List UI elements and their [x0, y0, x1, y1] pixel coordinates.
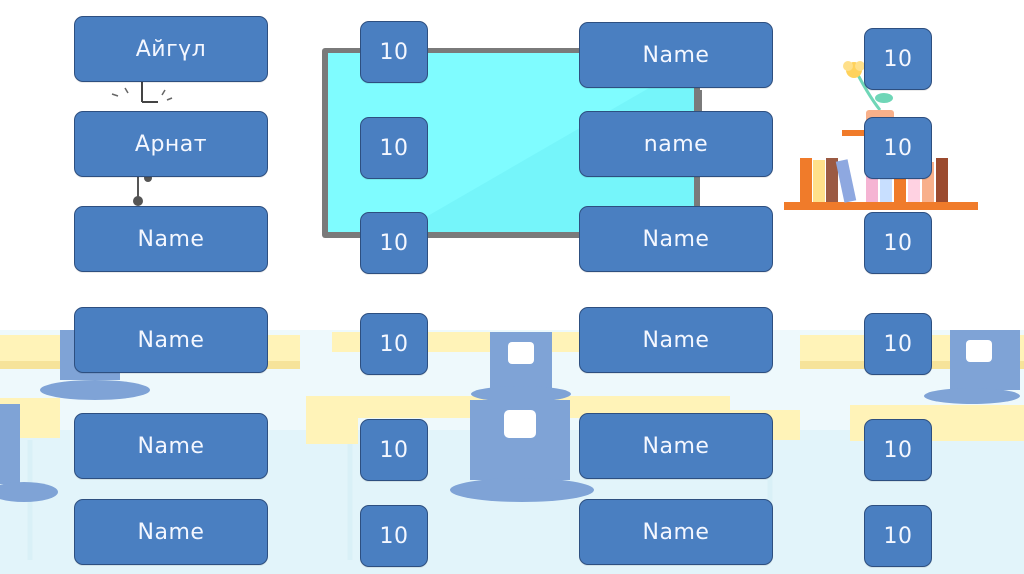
hanging-ornament	[133, 174, 152, 206]
wall-clock-icon	[111, 82, 173, 103]
score-card[interactable]: 10	[864, 212, 932, 274]
score-card[interactable]: 10	[864, 313, 932, 375]
student-name-card[interactable]: Name	[74, 413, 268, 479]
student-name-card[interactable]: Name	[74, 206, 268, 272]
score-card[interactable]: 10	[864, 28, 932, 90]
score-card[interactable]: 10	[864, 117, 932, 179]
student-name-card[interactable]: Name	[579, 413, 773, 479]
score-card[interactable]: 10	[360, 419, 428, 481]
score-card[interactable]: 10	[360, 212, 428, 274]
student-name-card[interactable]: Name	[74, 499, 268, 565]
student-name-card[interactable]: Name	[579, 22, 773, 88]
student-name-card[interactable]: Name	[579, 206, 773, 272]
score-card[interactable]: 10	[360, 21, 428, 83]
student-name-card[interactable]: Name	[579, 307, 773, 373]
score-card[interactable]: 10	[360, 313, 428, 375]
score-card[interactable]: 10	[360, 505, 428, 567]
student-name-card[interactable]: Name	[579, 499, 773, 565]
score-card[interactable]: 10	[864, 505, 932, 567]
score-card[interactable]: 10	[360, 117, 428, 179]
student-name-card[interactable]: Айгүл	[74, 16, 268, 82]
student-name-card[interactable]: name	[579, 111, 773, 177]
student-name-card[interactable]: Арнат	[74, 111, 268, 177]
score-card[interactable]: 10	[864, 419, 932, 481]
student-name-card[interactable]: Name	[74, 307, 268, 373]
